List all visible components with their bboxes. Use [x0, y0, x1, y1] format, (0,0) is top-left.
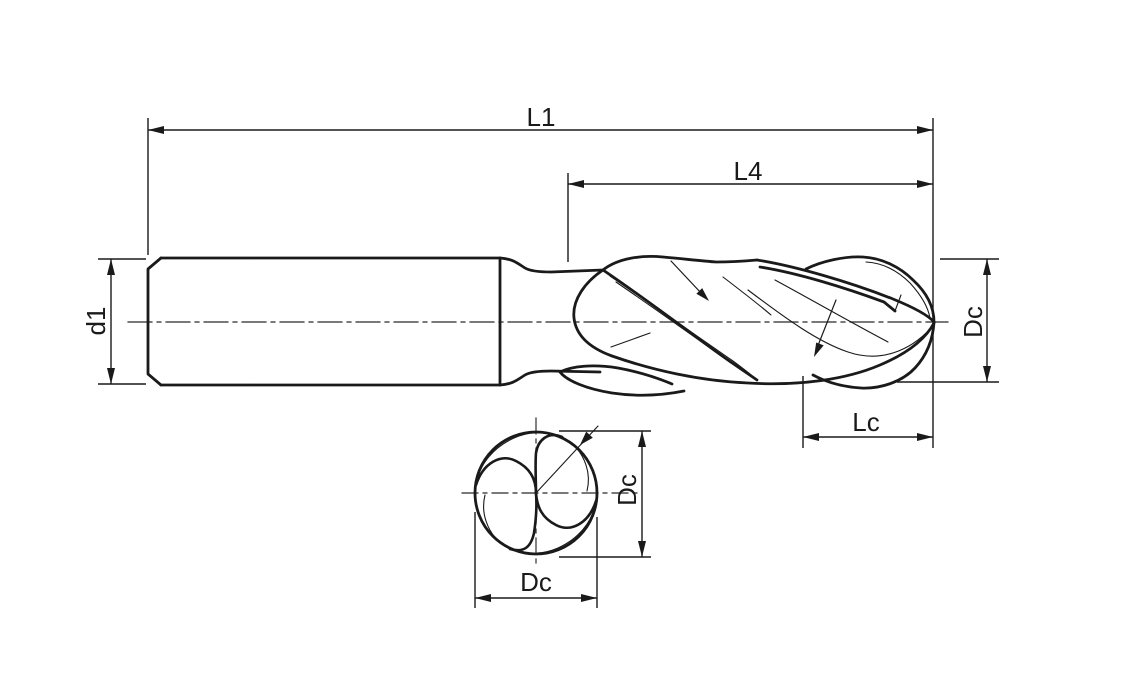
front-cutting-edges — [474, 433, 598, 552]
ball-top-arc — [804, 255, 936, 324]
arrowhead — [107, 368, 115, 384]
flute-valley-line — [747, 289, 932, 357]
label-lc: Lc — [852, 407, 879, 437]
arrowhead — [638, 541, 646, 557]
flute-section — [558, 255, 936, 397]
label-l4: L4 — [734, 156, 763, 186]
label-dc-front-horizontal: Dc — [520, 567, 552, 597]
flute-top-lobe — [601, 255, 759, 272]
label-d1: d1 — [81, 307, 111, 336]
arrowhead — [638, 431, 646, 447]
shank-chamfer-left — [146, 256, 163, 387]
flute-left-bottom-sweep — [572, 268, 936, 386]
flute-detail-lines — [609, 261, 932, 380]
arrowhead — [983, 366, 991, 382]
arrowhead — [917, 126, 933, 134]
flute-land-upper-edge — [755, 258, 936, 324]
ball-bottom-arc — [811, 320, 936, 390]
side-view — [127, 255, 949, 397]
gash-notch-line — [894, 294, 902, 312]
front-view — [461, 417, 641, 569]
neck-top — [498, 256, 605, 274]
dimension-dc-front-horizontal: Dc — [474, 512, 598, 608]
label-l1: L1 — [527, 102, 556, 132]
flute-helix-edge — [601, 268, 759, 382]
bottom-lobe-upper — [558, 364, 674, 386]
arrowhead — [107, 259, 115, 275]
flute-land-lower-edge — [758, 265, 897, 313]
front-relief-edges — [475, 432, 597, 554]
cutting-direction-arrow — [670, 260, 709, 301]
neck-bottom — [498, 369, 602, 387]
dimension-l1: L1 — [147, 102, 934, 448]
dimension-dc-front-vertical: Dc — [559, 430, 651, 558]
label-dc-front-vertical: Dc — [612, 474, 642, 506]
arrowhead — [917, 433, 933, 441]
arrowhead — [917, 180, 933, 188]
arrowhead — [803, 433, 819, 441]
dimensions: L1 L4 d1 Dc — [81, 102, 999, 608]
label-dc-side: Dc — [958, 306, 988, 338]
arrowhead — [568, 180, 584, 188]
dimension-d1: d1 — [81, 258, 146, 385]
arrowhead — [696, 288, 709, 301]
dimension-lc: Lc — [802, 376, 933, 448]
front-radius-arrow — [535, 425, 599, 494]
dimension-dc-side: Dc — [897, 258, 999, 383]
arrowhead — [814, 342, 824, 357]
ball-inner-arc — [865, 261, 931, 319]
shank-outline — [146, 256, 605, 387]
dimension-l4: L4 — [567, 156, 933, 262]
arrowhead — [983, 259, 991, 275]
front-outline-circle — [473, 430, 599, 556]
arrowhead — [475, 594, 491, 602]
helix-angle-arrow — [814, 299, 837, 357]
arrowhead — [148, 126, 164, 134]
arrowhead — [581, 594, 597, 602]
bottom-lobe-lower — [558, 370, 686, 397]
arrowhead — [580, 431, 593, 445]
